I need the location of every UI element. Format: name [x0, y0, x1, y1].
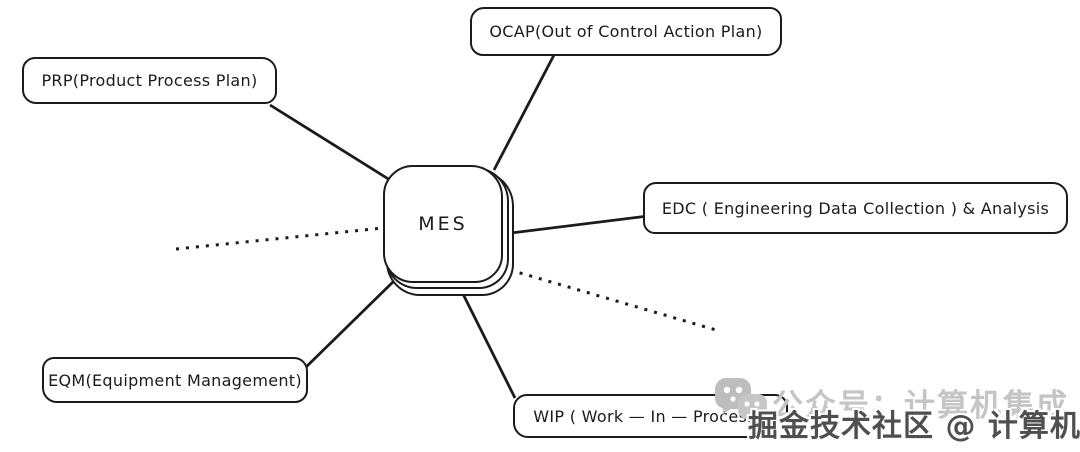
watermark-juejin-text: 掘金技术社区 @ 计算机集成: [748, 409, 1080, 444]
node-wip-label: WIP ( Work — In — Process ): [533, 406, 768, 426]
node-prp-label: PRP(Product Process Plan): [41, 71, 258, 90]
node-wip: WIP ( Work — In — Process ): [513, 394, 788, 438]
node-eqm-label: EQM(Equipment Management): [48, 370, 302, 390]
watermark-wechat-text: 公众号：计算机集成: [772, 388, 1069, 424]
node-prp: PRP(Product Process Plan): [22, 57, 277, 104]
edge-mes-prp: [269, 103, 391, 182]
node-edc: EDC ( Engineering Data Collection ) & An…: [643, 182, 1068, 234]
node-ocap-label: OCAP(Out of Control Action Plan): [489, 22, 763, 41]
node-eqm: EQM(Equipment Management): [42, 357, 308, 403]
watermark-juejin: 掘金技术社区 @ 计算机集成: [748, 401, 1080, 445]
node-mes: MES: [383, 165, 503, 283]
edge-mes-ocap: [492, 54, 556, 171]
edge-mes-dotted-left: [175, 226, 384, 251]
node-ocap: OCAP(Out of Control Action Plan): [470, 7, 782, 56]
watermark-wechat: 公众号：计算机集成: [714, 376, 1069, 426]
node-edc-label: EDC ( Engineering Data Collection ) & An…: [661, 198, 1050, 218]
node-mes-label: MES: [418, 213, 468, 235]
wechat-icon: [715, 378, 767, 424]
edge-mes-eqm: [302, 278, 396, 372]
edge-mes-edc: [502, 214, 649, 236]
edge-mes-dotted-bottom-right: [509, 268, 717, 332]
edge-mes-wip: [459, 289, 517, 399]
